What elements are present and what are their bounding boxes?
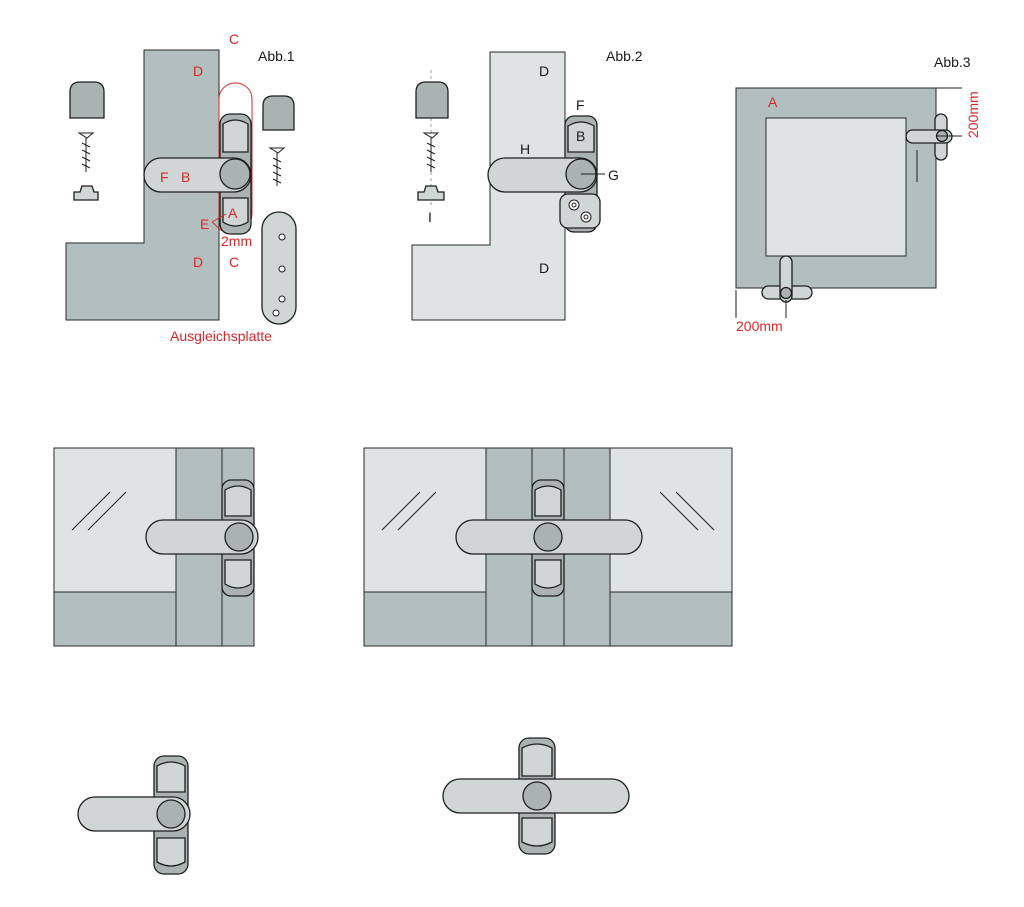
clamp-cap-top	[567, 121, 595, 153]
screw-icon	[268, 147, 286, 186]
handle-single-top-view	[77, 755, 191, 875]
cap-icon	[415, 81, 449, 119]
pivot-circle	[219, 158, 251, 190]
figure-title-abb1: Abb.1	[258, 48, 295, 64]
glass-door-double	[363, 447, 733, 647]
leader-e2	[211, 221, 223, 232]
figure-title-abb2: Abb.2	[606, 48, 643, 64]
label-gap: 2mm	[221, 233, 252, 249]
figure-abb3: Abb.3 A 200mm 200mm	[735, 54, 981, 334]
figure-title-abb3: Abb.3	[934, 54, 971, 70]
glass-door-single	[53, 447, 259, 647]
label-c-bottom: C	[229, 254, 239, 270]
clamp-cap-bottom	[224, 559, 252, 589]
label-f: F	[160, 169, 169, 185]
screw-hole	[580, 211, 592, 223]
label-g: G	[608, 167, 619, 183]
dimension-right: 200mm	[965, 91, 981, 138]
label-b: B	[576, 128, 585, 144]
clamp-cap-bottom	[222, 197, 249, 227]
clamp-cap-bottom	[156, 837, 186, 867]
clip-icon	[73, 185, 99, 201]
clamp-cap-bottom	[534, 559, 562, 589]
screw-hole	[568, 199, 580, 211]
compensation-plate	[261, 211, 297, 325]
frame-inner	[765, 117, 907, 257]
clamp-cap-top	[222, 119, 249, 153]
label-d-top: D	[193, 63, 203, 79]
lock-block	[559, 193, 601, 229]
wall-section	[65, 49, 220, 321]
wall-section	[411, 51, 566, 321]
label-plate: Ausgleichsplatte	[170, 328, 272, 344]
label-c-top: C	[229, 31, 239, 47]
figure-abb1: Abb.1 C D F B E A 2mm D C Ausgleichsplat…	[65, 31, 297, 344]
pivot-circle	[779, 286, 793, 300]
clip-icon	[417, 185, 445, 201]
clamp-cap-bottom	[521, 817, 553, 847]
clamp-cap-top	[156, 761, 186, 793]
dimension-bottom: 200mm	[736, 318, 783, 334]
screw-icon	[77, 132, 95, 172]
handle-double-top-view	[442, 737, 630, 855]
label-b: B	[181, 169, 190, 185]
label-e: E	[200, 216, 209, 232]
leader-e	[211, 213, 227, 223]
cap-icon	[69, 81, 105, 119]
figure-abb2: Abb.2 D F B H G I D	[411, 48, 643, 321]
label-a: A	[768, 94, 778, 110]
clamp-cap-top	[224, 485, 252, 517]
cap-icon	[262, 95, 295, 131]
label-f: F	[576, 97, 585, 113]
pivot-circle	[522, 781, 552, 811]
label-d-top: D	[539, 63, 549, 79]
pivot-circle	[156, 799, 186, 829]
label-i: I	[428, 209, 432, 225]
screw-icon	[422, 132, 440, 172]
clamp-cap-top	[521, 743, 553, 777]
label-d-bottom: D	[193, 254, 203, 270]
label-d-bottom: D	[539, 260, 549, 276]
clamp-cap-top	[534, 485, 562, 517]
pivot-circle	[224, 522, 254, 552]
pivot-circle	[533, 522, 563, 552]
label-h: H	[520, 141, 530, 157]
label-a: A	[228, 205, 238, 221]
